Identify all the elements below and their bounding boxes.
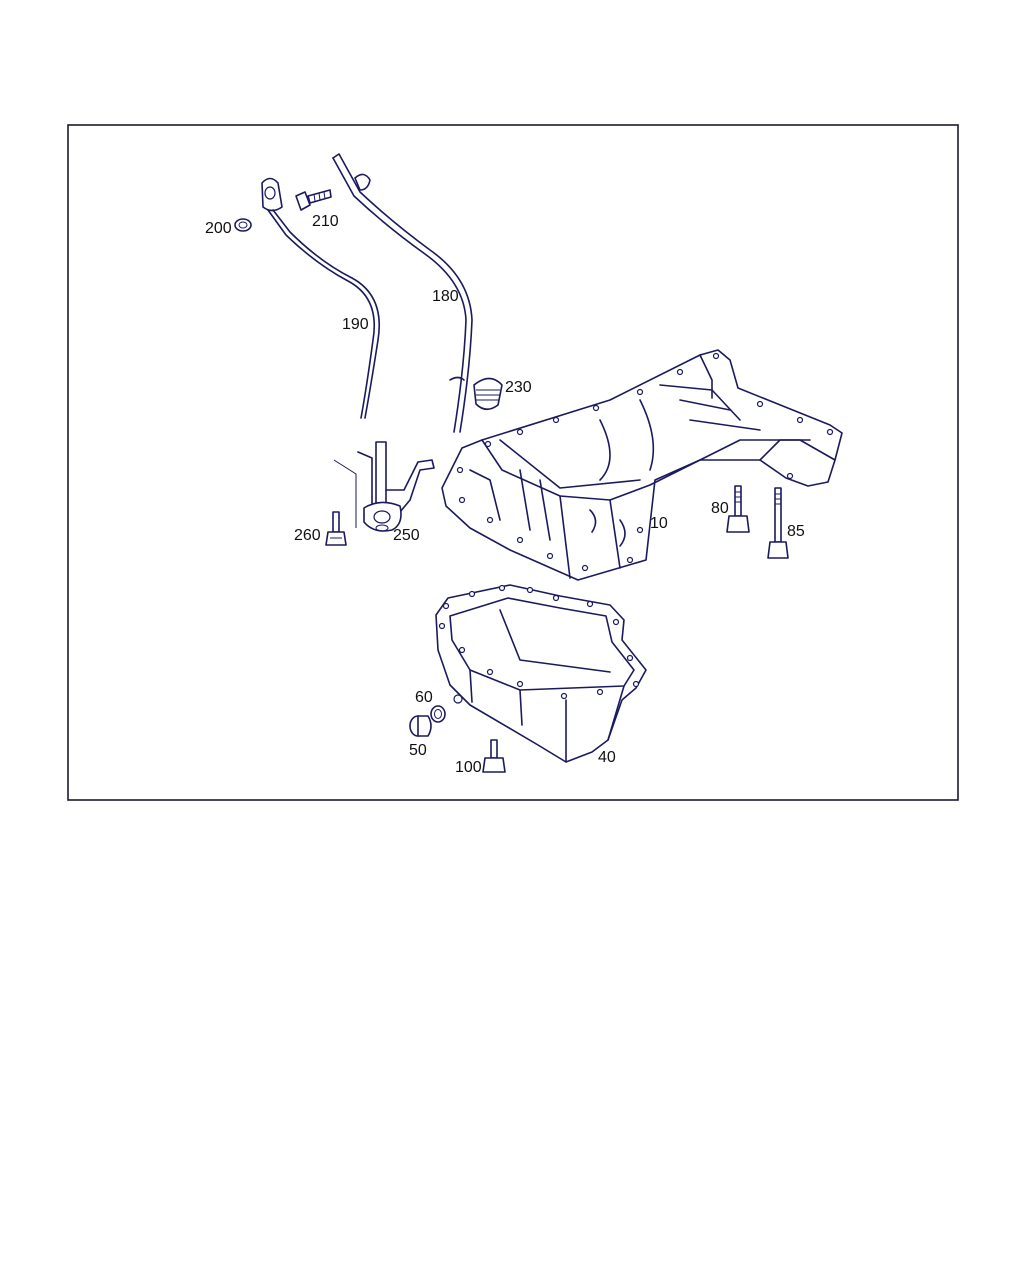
bolt-80: [726, 485, 750, 533]
label-210: 210: [312, 213, 339, 230]
leader-260: [333, 459, 357, 528]
lower-oil-pan-40: [435, 584, 647, 763]
upper-oil-pan-10: [441, 349, 843, 581]
label-80: 80: [711, 500, 729, 517]
label-180: 180: [432, 288, 459, 305]
bolt-260: [325, 511, 347, 546]
label-85: 85: [787, 523, 805, 540]
label-250: 250: [393, 527, 420, 544]
o-ring-200: [234, 218, 252, 232]
label-10: 10: [650, 515, 668, 532]
drain-plug-50: [409, 715, 432, 737]
label-230: 230: [505, 379, 532, 396]
plug-230: [473, 377, 503, 411]
label-60: 60: [415, 689, 433, 706]
label-190: 190: [342, 316, 369, 333]
bolt-210: [295, 189, 332, 211]
bolt-85: [767, 487, 789, 559]
label-100: 100: [455, 759, 482, 776]
label-50: 50: [409, 742, 427, 759]
guide-tube-180: [332, 153, 473, 433]
seal-ring-60: [430, 705, 446, 723]
bracket-250: [357, 441, 435, 532]
label-40: 40: [598, 749, 616, 766]
label-260: 260: [294, 527, 321, 544]
label-200: 200: [205, 220, 232, 237]
dipstick-190: [261, 177, 380, 419]
bolt-100: [482, 739, 506, 773]
